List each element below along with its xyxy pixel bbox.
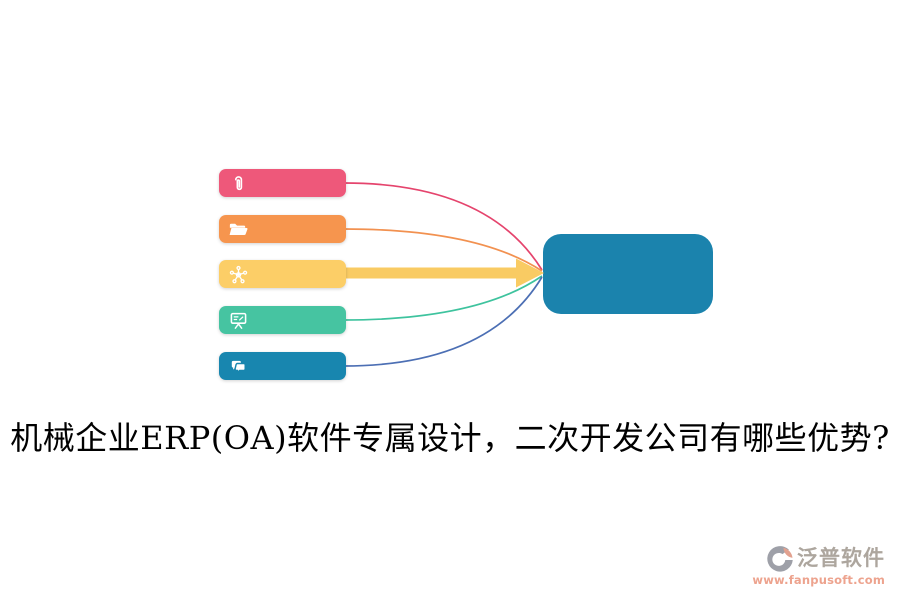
open-folder-icon [229,223,248,235]
paperclip-icon [235,175,243,190]
feature-bar-1 [219,169,346,197]
feature-bar-3 [219,260,346,288]
feature-bar-5 [219,352,346,380]
connector-arrow-3 [344,258,544,288]
connector-line-5 [343,276,543,367]
connector-line-4 [343,275,543,321]
connector-line-2 [343,228,543,272]
feature-bar-4 [219,306,346,334]
page-title: 机械企业ERP(OA)软件专属设计，二次开发公司有哪些优势? [10,419,890,457]
feature-bar-2 [219,215,346,243]
footer-logo: 泛普软件 www.fanpusoft.com [752,544,885,588]
network-hub-icon [229,265,248,283]
presentation-board-icon [230,312,247,329]
target-box [543,234,713,314]
logo-text: 泛普软件 [797,546,885,571]
logo-url: www.fanpusoft.com [752,573,885,588]
fanpu-logo-icon [767,546,793,572]
connector-line-1 [343,182,543,271]
chat-bubbles-icon [231,360,246,374]
